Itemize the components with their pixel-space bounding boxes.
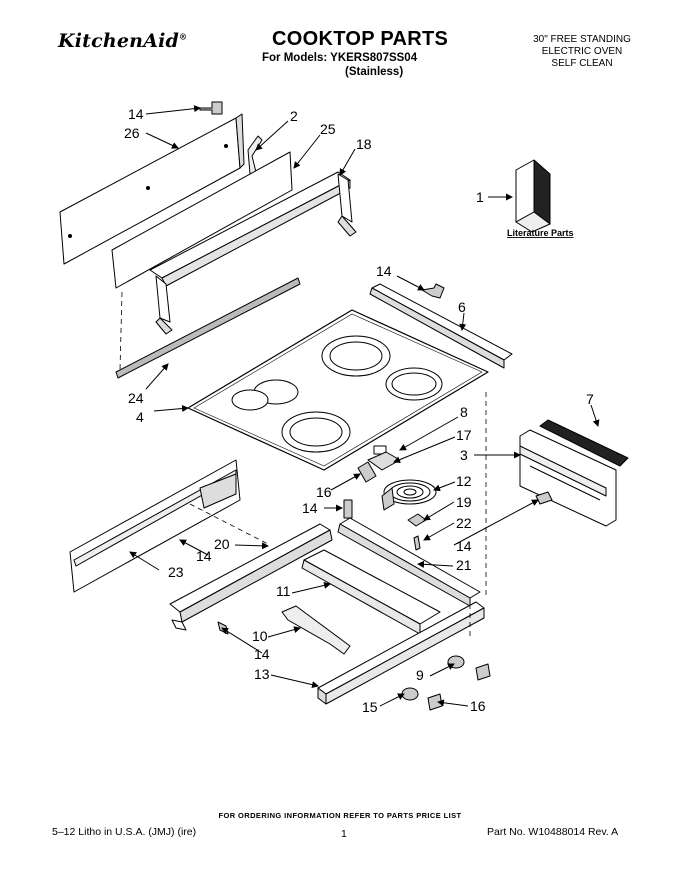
callout-26: 26 xyxy=(124,125,140,141)
seal-strip-part xyxy=(115,277,301,379)
callout-14: 14 xyxy=(376,263,392,279)
screw-part xyxy=(199,101,223,115)
callout-14: 14 xyxy=(128,106,144,122)
trademark-symbol: ® xyxy=(179,31,188,42)
screw-part xyxy=(421,283,445,299)
support-bracket-part xyxy=(281,605,351,655)
callout-13: 13 xyxy=(254,666,270,682)
backguard-frame-part xyxy=(149,171,357,335)
callout-2: 2 xyxy=(290,108,298,124)
model-number: For Models: YKERS807SS04 xyxy=(262,52,418,64)
description-line: ELECTRIC OVEN xyxy=(541,46,623,57)
brand-logo: KitchenAid® xyxy=(58,30,187,52)
front-rail-part xyxy=(317,601,485,705)
part-number: Part No. W10488014 Rev. A xyxy=(487,826,619,838)
exploded-parts-diagram: 14 26 2 25 18 1 Literature Parts 14 6 24… xyxy=(59,101,629,715)
callout-9: 9 xyxy=(416,667,424,683)
callout-14: 14 xyxy=(456,538,472,554)
callout-16: 16 xyxy=(470,698,486,714)
callout-22: 22 xyxy=(456,515,472,531)
screw-part xyxy=(343,499,353,519)
screw-part xyxy=(217,621,229,635)
callout-6: 6 xyxy=(458,299,466,315)
back-panel-part xyxy=(59,113,245,265)
clip-part xyxy=(407,513,427,527)
callout-8: 8 xyxy=(460,404,468,420)
callout-16: 16 xyxy=(316,484,332,500)
callout-18: 18 xyxy=(356,136,372,152)
literature-part xyxy=(515,159,551,233)
cooktop-glass-part xyxy=(187,309,489,471)
callout-14: 14 xyxy=(196,548,212,564)
callout-21: 21 xyxy=(456,557,472,573)
page-number: 1 xyxy=(341,828,347,840)
callout-23: 23 xyxy=(168,564,184,580)
callout-20: 20 xyxy=(214,536,230,552)
description-line: SELF CLEAN xyxy=(551,58,613,69)
callout-4: 4 xyxy=(136,409,144,425)
insulation-strip-part xyxy=(539,419,629,467)
description-line: 30" FREE STANDING xyxy=(533,34,631,45)
model-finish: (Stainless) xyxy=(345,66,404,78)
front-bracket-part xyxy=(69,459,241,593)
callout-11: 11 xyxy=(276,583,291,599)
callout-12: 12 xyxy=(456,473,472,489)
callout-17: 17 xyxy=(456,427,472,443)
screw-part xyxy=(413,535,421,551)
printing-info: 5–12 Litho in U.S.A. (JMJ) (ire) xyxy=(52,826,197,838)
ordering-note: FOR ORDERING INFORMATION REFER TO PARTS … xyxy=(218,811,462,820)
callout-19: 19 xyxy=(456,494,472,510)
callout-25: 25 xyxy=(320,121,336,137)
callout-14: 14 xyxy=(302,500,318,516)
page-title: COOKTOP PARTS xyxy=(272,28,449,50)
callout-24: 24 xyxy=(128,390,144,406)
side-bracket-part xyxy=(519,429,617,527)
callout-15: 15 xyxy=(362,699,378,715)
callout-7: 7 xyxy=(586,391,594,407)
heating-element-part xyxy=(381,479,437,511)
brand-name: KitchenAid xyxy=(58,30,180,52)
callout-1: 1 xyxy=(476,189,484,205)
callout-10: 10 xyxy=(252,628,268,644)
appliance-description: 30" FREE STANDING ELECTRIC OVEN SELF CLE… xyxy=(512,34,652,70)
rail-part xyxy=(169,523,333,631)
glass-panel-part xyxy=(111,151,293,289)
literature-parts-label: Literature Parts xyxy=(507,228,574,238)
side-rail-part xyxy=(369,283,513,369)
callout-14: 14 xyxy=(254,646,270,662)
switch-assembly-part xyxy=(357,445,401,483)
callout-3: 3 xyxy=(460,447,468,463)
